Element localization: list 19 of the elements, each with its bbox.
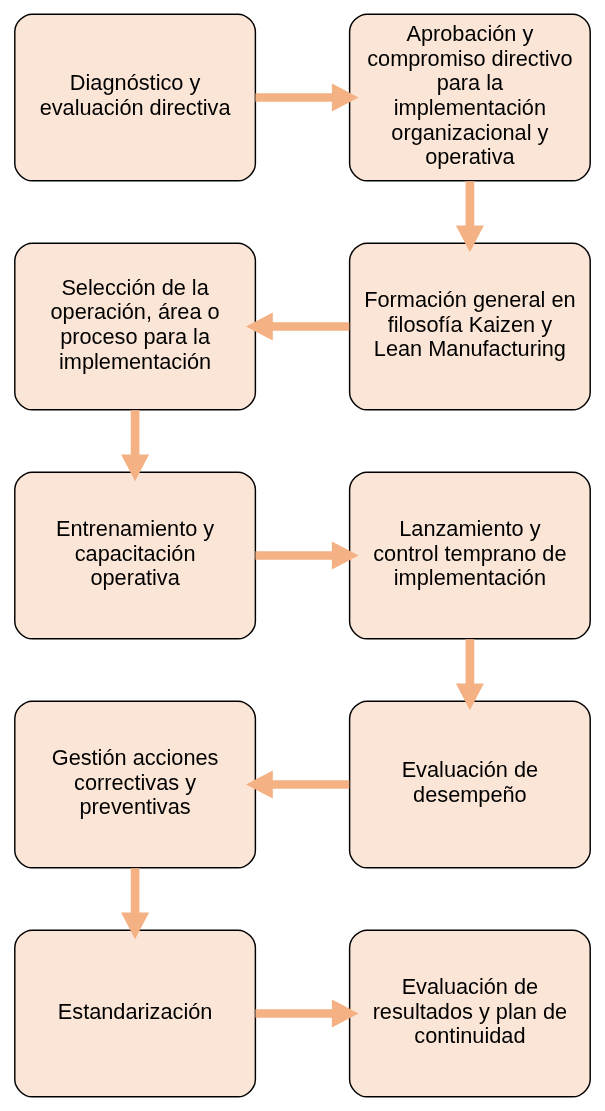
- node-box: Formación general en filosofía Kaizen y Lean Manufacturing: [348, 242, 591, 411]
- node-box: Selección de la operación, área o proceso para la implementación: [14, 242, 257, 411]
- node-box: Estandarización: [14, 929, 257, 1098]
- arrow: [255, 999, 359, 1028]
- arrow: [246, 770, 350, 799]
- node-box: Lanzamiento y control temprano de implementación: [348, 471, 591, 640]
- node-box: Diagnóstico y evaluación directiva: [14, 13, 257, 182]
- node-box: Evaluación de resultados y plan de continuidad: [348, 929, 591, 1098]
- node-box: Entrenamiento y capacitación operativa: [14, 471, 257, 640]
- arrow: [255, 83, 359, 112]
- node-box: Evaluación de desempeño: [348, 700, 591, 869]
- arrow: [246, 312, 350, 341]
- arrow: [121, 410, 150, 482]
- arrow: [455, 181, 484, 253]
- arrow: [455, 639, 484, 711]
- arrow: [255, 541, 359, 570]
- arrow: [121, 868, 150, 940]
- node-box: Gestión acciones correctivas y preventivas: [14, 700, 257, 869]
- node-box: Aprobación y compromiso directivo para la implementación organizacional y operativa: [348, 13, 591, 182]
